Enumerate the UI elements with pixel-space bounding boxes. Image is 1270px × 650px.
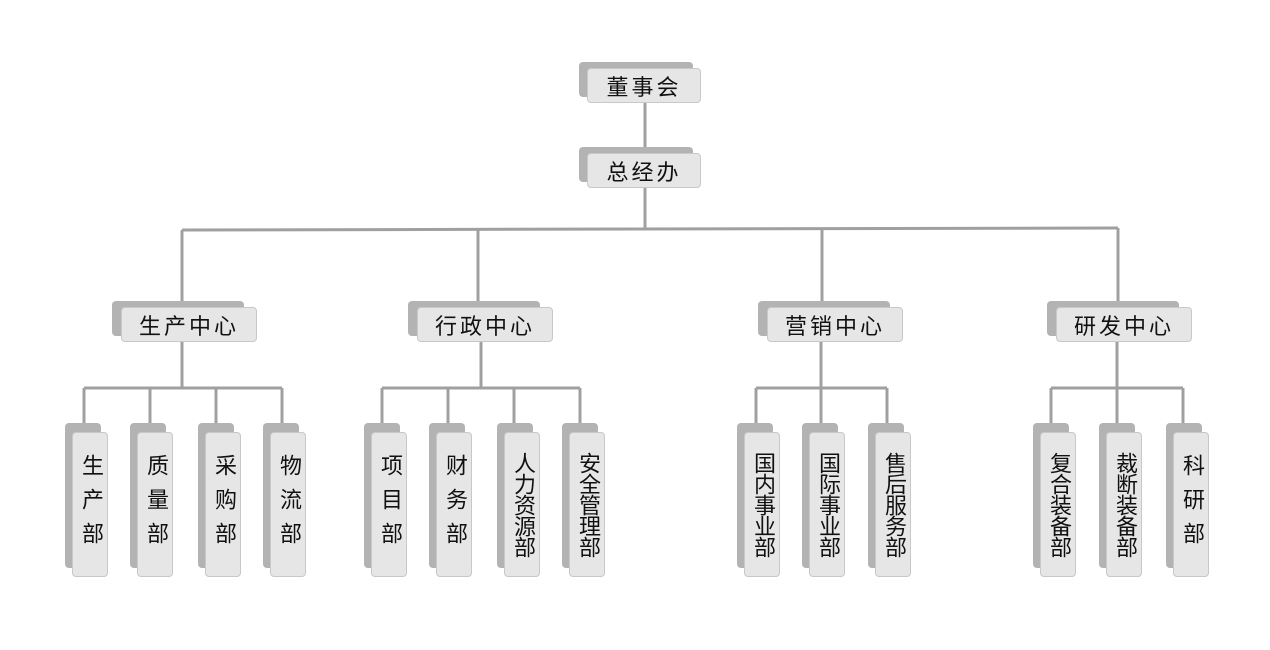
department-node: 财务部 bbox=[429, 423, 473, 579]
department-label: 售后服务部 bbox=[875, 432, 911, 577]
department-label: 质量部 bbox=[137, 432, 173, 577]
department-node: 人力资源部 bbox=[497, 423, 541, 579]
board-label: 董事会 bbox=[587, 68, 701, 103]
department-node: 质量部 bbox=[130, 423, 174, 579]
gm-office-label: 总经办 bbox=[587, 153, 701, 188]
department-label: 裁断装备部 bbox=[1106, 432, 1142, 577]
department-node: 物流部 bbox=[263, 423, 307, 579]
department-label: 安全管理部 bbox=[569, 432, 605, 577]
department-node: 裁断装备部 bbox=[1099, 423, 1143, 579]
department-label: 复合装备部 bbox=[1040, 432, 1076, 577]
gm-office-node: 总经办 bbox=[579, 147, 703, 189]
center-label: 行政中心 bbox=[417, 307, 553, 342]
connector-center-bus bbox=[181, 226, 1119, 232]
department-label: 物流部 bbox=[270, 432, 306, 577]
center-label: 生产中心 bbox=[121, 307, 257, 342]
department-node: 项目部 bbox=[364, 423, 408, 579]
center-node: 营销中心 bbox=[758, 301, 904, 343]
department-node: 采购部 bbox=[198, 423, 242, 579]
department-node: 复合装备部 bbox=[1033, 423, 1077, 579]
department-label: 国际事业部 bbox=[809, 432, 845, 577]
department-node: 安全管理部 bbox=[562, 423, 606, 579]
department-node: 科研部 bbox=[1166, 423, 1210, 579]
department-node: 国内事业部 bbox=[737, 423, 781, 579]
department-label: 项目部 bbox=[371, 432, 407, 577]
department-node: 售后服务部 bbox=[868, 423, 912, 579]
department-label: 采购部 bbox=[205, 432, 241, 577]
center-label: 营销中心 bbox=[767, 307, 903, 342]
department-label: 科研部 bbox=[1173, 432, 1209, 577]
board-node: 董事会 bbox=[579, 62, 703, 104]
department-label: 财务部 bbox=[436, 432, 472, 577]
center-node: 研发中心 bbox=[1047, 301, 1193, 343]
department-label: 人力资源部 bbox=[504, 432, 540, 577]
center-node: 生产中心 bbox=[112, 301, 258, 343]
center-node: 行政中心 bbox=[408, 301, 554, 343]
department-label: 国内事业部 bbox=[744, 432, 780, 577]
center-label: 研发中心 bbox=[1056, 307, 1192, 342]
department-node: 生产部 bbox=[65, 423, 109, 579]
department-node: 国际事业部 bbox=[802, 423, 846, 579]
department-label: 生产部 bbox=[72, 432, 108, 577]
